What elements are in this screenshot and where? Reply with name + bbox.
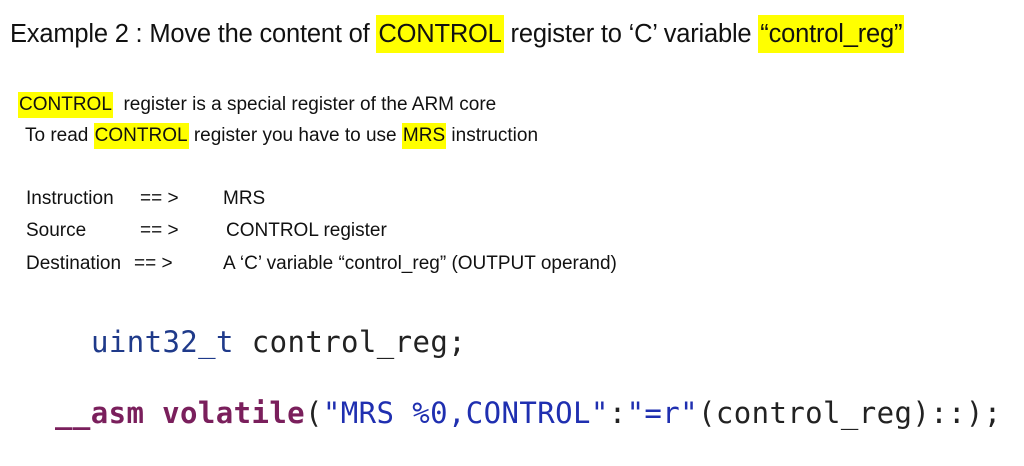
code-keyword: __asm volatile [55, 396, 306, 430]
row-value: A ‘C’ variable “control_reg” (OUTPUT ope… [223, 253, 617, 274]
code-operand: (control_reg)::); [698, 396, 1002, 430]
title-highlight-var: “control_reg” [758, 15, 905, 53]
description-line-2-suffix: instruction [446, 125, 539, 146]
code-colon: : [608, 396, 627, 430]
description-line-2: To read CONTROL register you have to use… [25, 123, 539, 149]
code-line-2: __asm volatile("MRS %0,CONTROL":"=r"(con… [55, 396, 1002, 430]
title-middle: register to ‘C’ variable [503, 20, 759, 48]
title-prefix: Example 2 : Move the content of [10, 20, 377, 48]
description-line-2-prefix: To read [25, 125, 94, 146]
highlight-mrs: MRS [401, 123, 447, 149]
code-output-constraint: "=r" [626, 396, 699, 430]
description-line-2-middle: register you have to use [188, 125, 402, 146]
description-line-1-text: register is a special register of the AR… [112, 94, 497, 115]
title-highlight-control: CONTROL [376, 15, 504, 53]
row-arrow: == > [134, 253, 173, 274]
description-line-1: CONTROL register is a special register o… [18, 92, 497, 118]
row-key: Source [26, 220, 87, 241]
code-open-paren: ( [305, 396, 323, 430]
row-value: MRS [223, 188, 266, 209]
slide-title: Example 2 : Move the content of CONTROL … [10, 14, 905, 54]
row-arrow: == > [140, 220, 179, 241]
row-value: CONTROL register [226, 220, 387, 241]
highlight-control-2: CONTROL [93, 123, 189, 149]
code-asm-template: "MRS %0,CONTROL" [322, 396, 609, 430]
code-type: uint32_t [91, 325, 234, 359]
highlight-control: CONTROL [18, 92, 113, 118]
row-arrow: == > [140, 188, 179, 209]
code-declaration: control_reg; [233, 325, 467, 359]
row-key: Destination [26, 253, 122, 274]
code-line-1: uint32_t control_reg; [91, 325, 466, 359]
row-key: Instruction [26, 188, 114, 209]
